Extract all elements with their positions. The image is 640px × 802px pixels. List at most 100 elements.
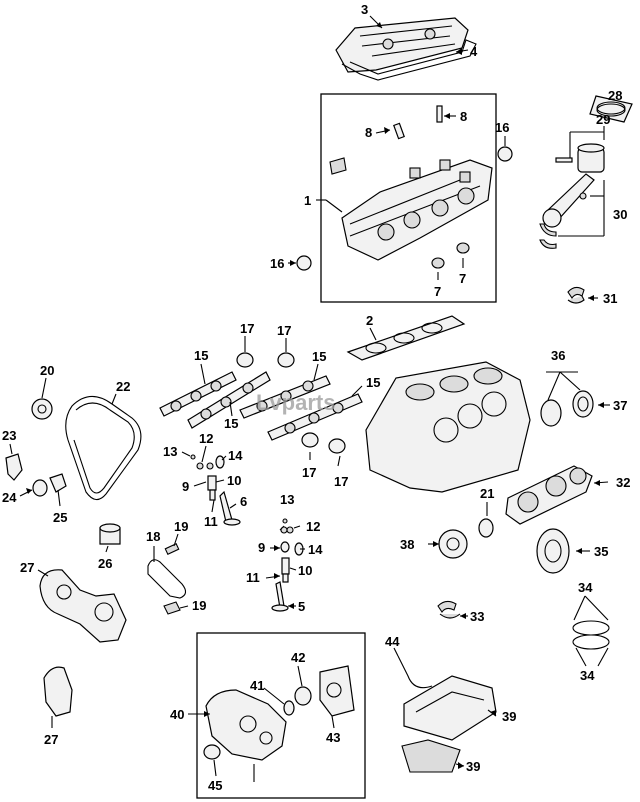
valve-guide-left [393,122,405,140]
oil-pump-gear [294,686,312,706]
valve-seal-right [456,242,470,254]
callout-10a: 10 [227,473,241,488]
callout-23: 23 [2,428,16,443]
callout-27b: 27 [44,732,58,747]
callout-5: 5 [298,599,305,614]
callout-8b: 8 [460,109,467,124]
callout-13a: 13 [163,444,177,459]
callout-32: 32 [616,475,630,490]
callout-34a: 34 [578,580,593,595]
crank-sprocket [478,518,494,538]
callout-17c: 17 [302,465,316,480]
cam-sprocket-plug-c [301,432,319,448]
cam-sprocket-plug-a [236,352,254,368]
oil-seal-plug [329,157,347,175]
callout-14a: 14 [228,448,243,463]
oil-pump-cover [319,665,355,717]
callout-37: 37 [613,398,627,413]
cylinder-head-group-box [320,93,497,303]
engine-block [365,361,531,493]
callout-4: 4 [470,44,478,59]
callout-19a: 19 [174,519,188,534]
oil-filter-adapter [203,744,221,760]
cam-plug-upper [497,146,513,162]
callout-15a: 15 [194,348,208,363]
crank-pulley [438,529,468,559]
callout-38: 38 [400,537,414,552]
callout-21: 21 [480,486,494,501]
camshaft-4 [267,393,363,441]
timing-cover-upper [39,569,127,643]
callout-2: 2 [366,313,373,328]
cam-sprocket-plug-d [328,438,346,454]
main-bearing [437,600,461,619]
callout-25: 25 [53,510,67,525]
piston-and-rod [539,143,605,249]
callout-9a: 9 [182,479,189,494]
callout-31: 31 [603,291,617,306]
valve-train-intake [190,454,241,526]
callout-18: 18 [146,529,160,544]
callout-30: 30 [613,207,627,222]
belt-guide-lower [163,601,181,615]
callout-16b: 16 [270,256,284,271]
callout-43: 43 [326,730,340,745]
callout-8a: 8 [365,125,372,140]
ring-lower [572,634,610,650]
callout-16a: 16 [495,120,509,135]
belt-tensioner-bracket [5,453,23,481]
camshaft-1 [159,371,237,417]
valve-seal-left [431,257,445,269]
oil-pump-group-box [196,632,366,799]
cam-sprocket-plug-b [277,352,295,368]
valve-guide-right [436,105,443,123]
callout-34b: 34 [580,668,595,683]
callout-6: 6 [240,494,247,509]
callout-11a: 11 [204,514,218,529]
callout-11b: 11 [246,570,260,585]
ring-upper [572,620,610,636]
flywheel [536,528,570,574]
piston-ring-set [589,95,633,123]
oil-pan-upper [403,675,497,741]
callout-15d: 15 [224,416,238,431]
callout-36: 36 [551,348,565,363]
timing-cover-lower [43,666,73,717]
rear-seal-retainer [540,399,562,427]
cylinder-head [341,159,493,261]
callout-42: 42 [291,650,305,665]
camshaft-2 [187,371,271,429]
callout-39a: 39 [502,709,516,724]
callout-29: 29 [596,112,610,127]
callout-44: 44 [385,634,400,649]
callout-45: 45 [208,778,222,793]
callout-39b: 39 [466,759,480,774]
valve-cover [335,17,469,73]
callout-20: 20 [40,363,54,378]
callout-33: 33 [470,609,484,624]
callout-17b: 17 [277,323,291,338]
callout-13b: 13 [280,492,294,507]
callout-7b: 7 [459,271,466,286]
callout-22: 22 [116,379,130,394]
oil-pan-lower [401,739,461,773]
valve-train-exhaust [271,518,304,612]
callout-7a: 7 [434,284,441,299]
callout-3: 3 [361,2,368,17]
oil-pump-seal [283,700,295,716]
tensioner-pulley [49,473,67,493]
balance-shaft-belt [147,559,187,599]
callout-19b: 19 [192,598,206,613]
arrowheads [26,22,604,769]
callout-15b: 15 [312,349,326,364]
callout-15c: 15 [366,375,380,390]
callout-24: 24 [2,490,17,505]
belt-guide-upper [164,543,180,555]
callout-10b: 10 [298,563,312,578]
crankshaft [505,465,593,525]
cam-sprocket [31,398,53,420]
callout-27a: 27 [20,560,34,575]
head-gasket [346,315,466,361]
callout-1: 1 [304,193,311,208]
